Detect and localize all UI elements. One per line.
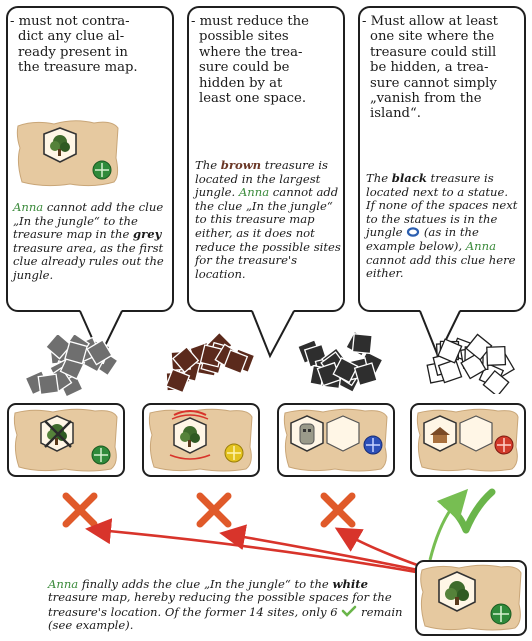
tile — [37, 373, 60, 396]
rule-text-3: - Must allow at least one site where the… — [362, 14, 498, 122]
tile — [351, 333, 373, 355]
tile — [486, 345, 507, 366]
white-tile-pile — [426, 333, 515, 394]
rule-note-1: Anna cannot add the clue „In the jungle“… — [13, 200, 164, 282]
brown-tile-pile — [164, 332, 256, 394]
brown-treasure-map — [142, 403, 260, 477]
black-tile-pile — [296, 332, 384, 393]
arrow-to-black — [334, 527, 421, 568]
rule-text-1: - must not contra- dict any clue al- rea… — [10, 14, 138, 76]
final-white-treasure-map — [415, 560, 527, 636]
rule-bubble-2: - must reduce the possible sites where t… — [187, 6, 345, 312]
grey-treasure-map — [7, 403, 125, 477]
summary-text: Anna finally adds the clue „In the jungl… — [48, 577, 403, 633]
bubble-tail-2 — [251, 310, 295, 359]
black-treasure-map — [277, 403, 395, 477]
rejected-cross-icon — [320, 492, 356, 528]
tile — [332, 357, 359, 384]
tile — [353, 362, 378, 387]
jungle-ring-icon — [407, 227, 420, 238]
rule-text-2: - must reduce the possible sites where t… — [191, 14, 309, 107]
grey-treasure-map-card — [14, 118, 122, 188]
check-icon — [342, 605, 357, 617]
grey-tile-pile — [24, 335, 119, 397]
rule-note-3: The black treasure is located next to a … — [366, 171, 518, 281]
tile — [223, 349, 249, 375]
arrow-to-brown — [219, 524, 419, 572]
tile — [437, 338, 463, 364]
tile — [165, 368, 191, 394]
tile — [172, 346, 200, 374]
tile — [44, 335, 73, 360]
rule-note-2: The brown treasure is located in the lar… — [195, 158, 341, 281]
tile — [64, 340, 88, 365]
tile — [465, 333, 493, 361]
tile — [86, 339, 113, 366]
white-treasure-map — [410, 403, 526, 477]
arrow-to-grey — [85, 518, 417, 574]
rule-bubble-3: - Must allow at least one site where the… — [358, 6, 526, 312]
rejected-cross-icon — [196, 492, 232, 528]
tile — [482, 369, 510, 394]
tile — [437, 358, 463, 384]
arrow-to-white — [428, 488, 469, 561]
